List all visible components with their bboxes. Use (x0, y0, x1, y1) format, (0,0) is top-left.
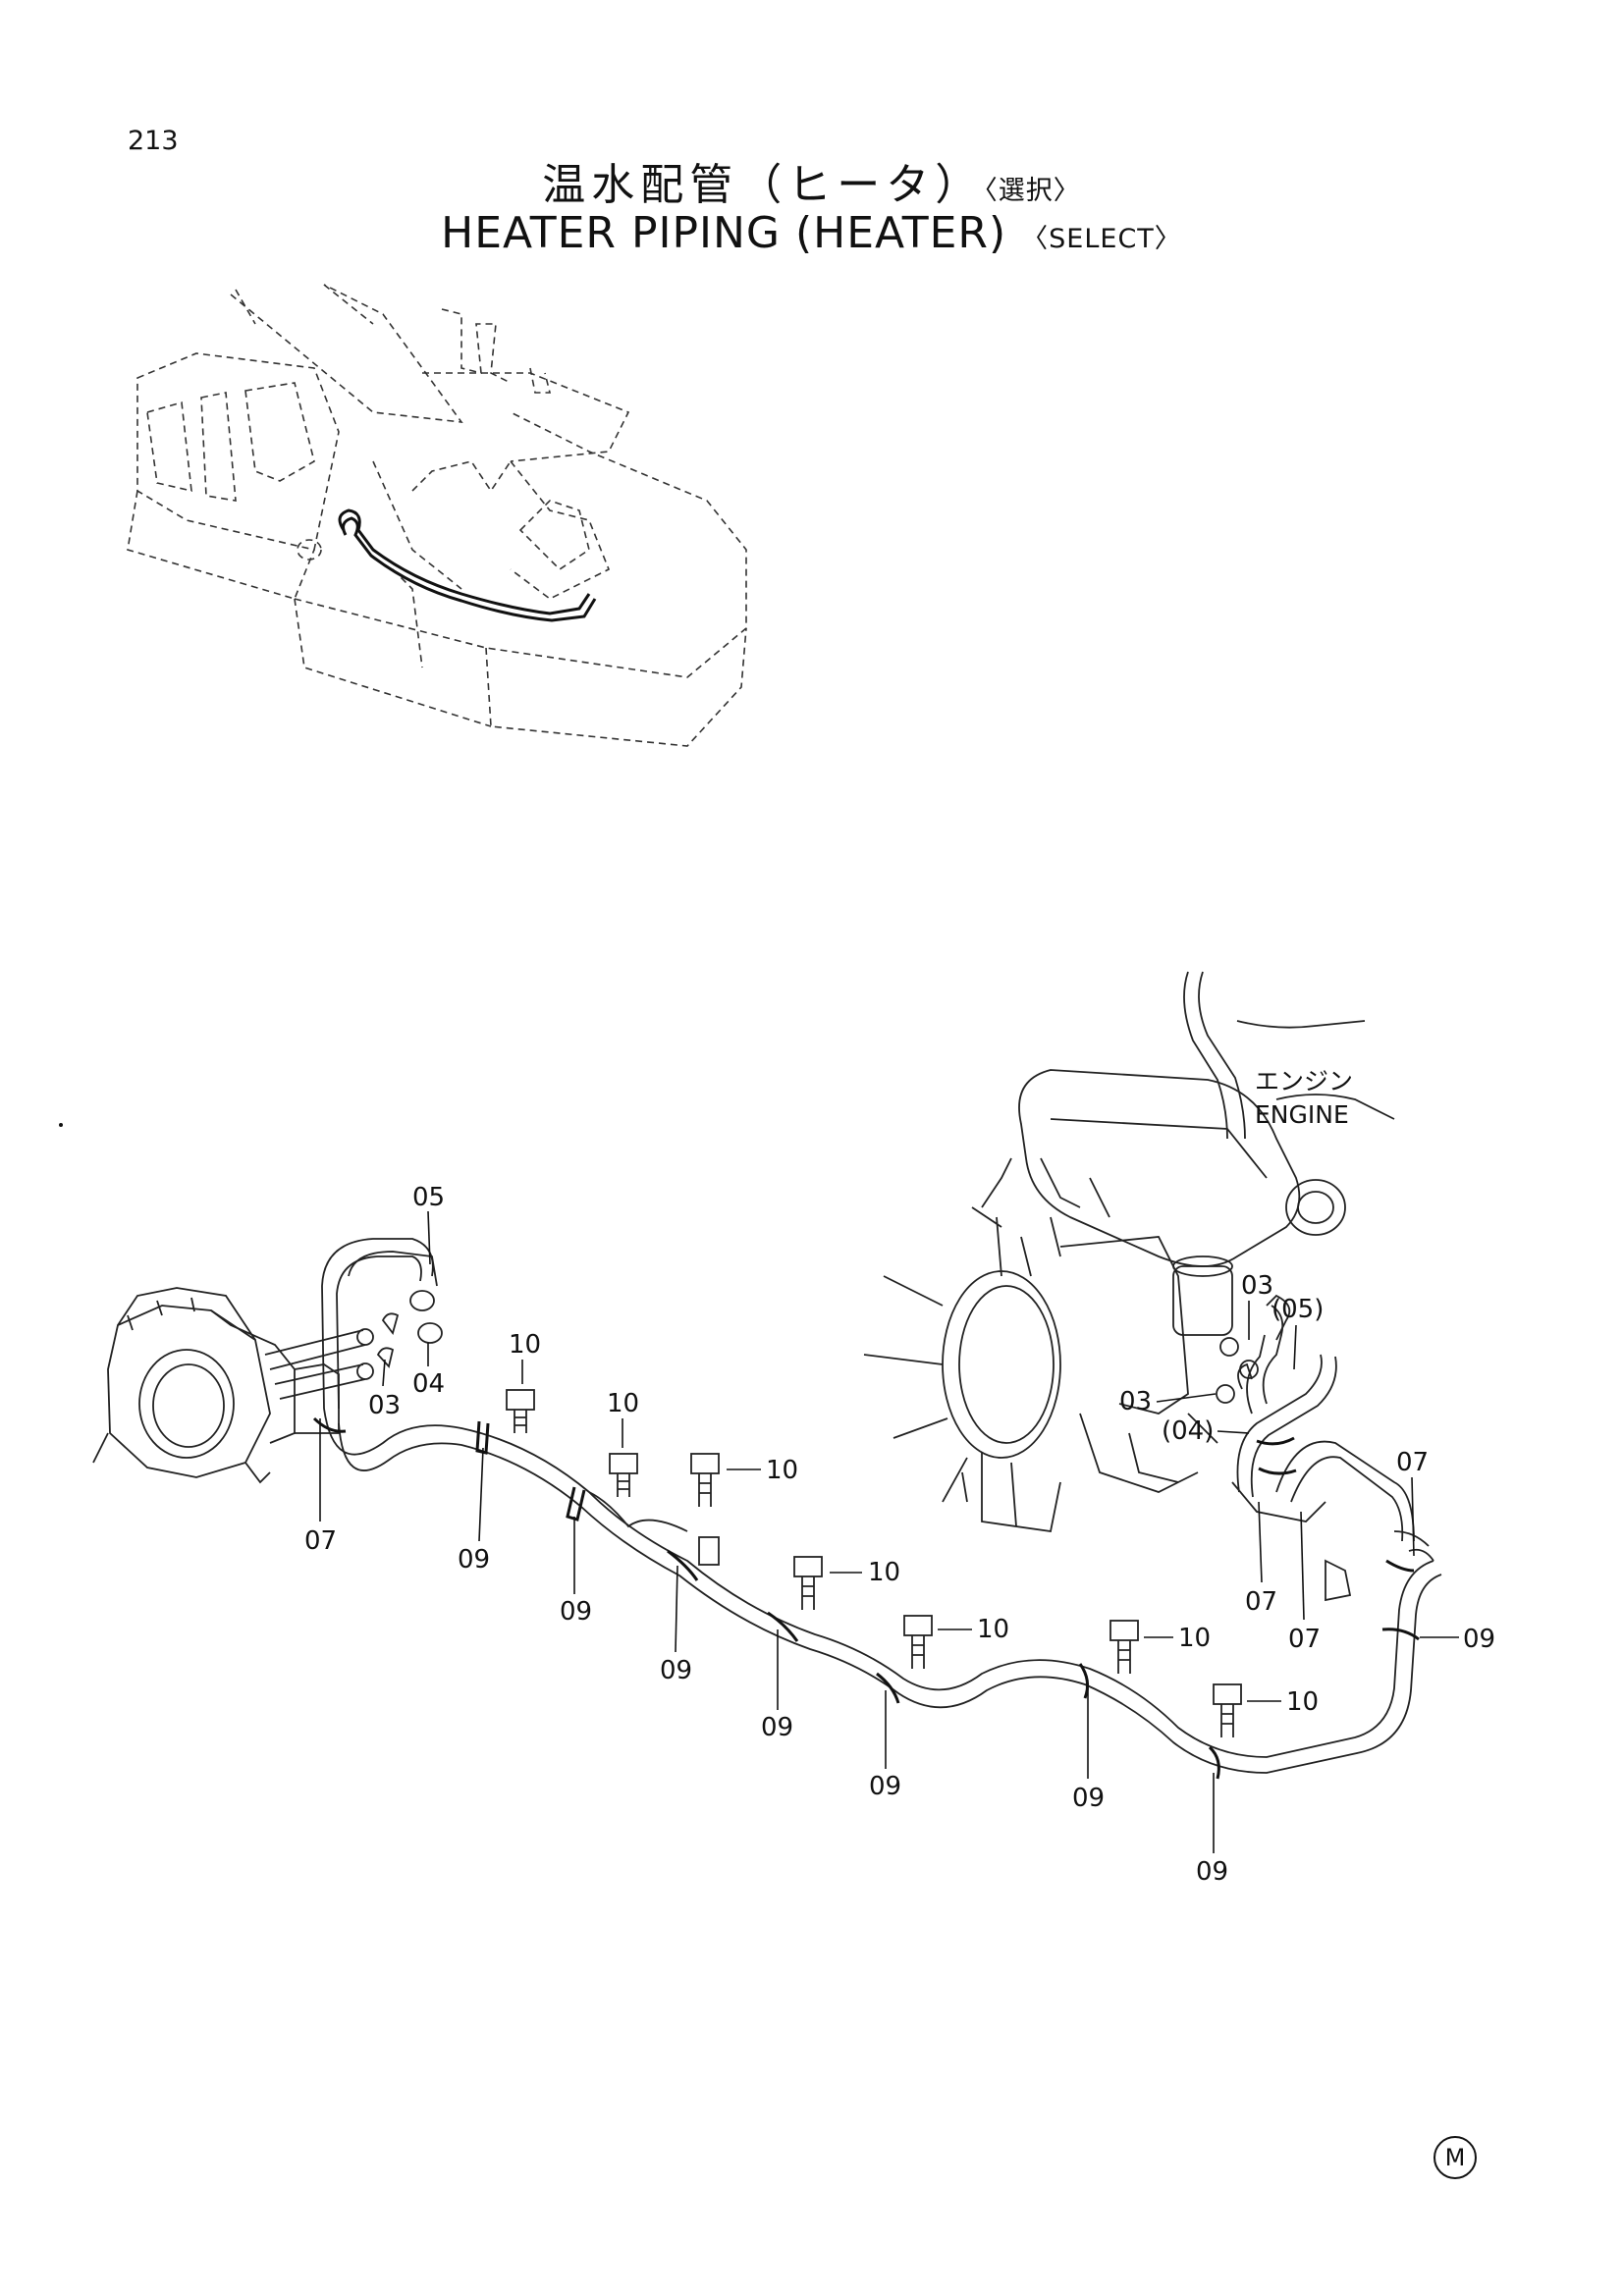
bolts-10 (506, 1389, 1242, 1737)
callout-09-d: 09 (761, 1713, 793, 1742)
callout-09-g: 09 (1196, 1857, 1228, 1887)
title-english: HEATER PIPING (HEATER) 〈SELECT〉 (0, 208, 1623, 258)
callout-09-f: 09 (1072, 1784, 1105, 1813)
callout-05-right: (05) (1271, 1295, 1324, 1324)
callout-09-b: 09 (560, 1597, 592, 1627)
heater-unit-illustration (92, 1287, 374, 1484)
callout-04-right: (04) (1162, 1416, 1214, 1446)
callout-07-left: 07 (304, 1526, 337, 1556)
engine-illustration (863, 971, 1395, 1533)
callout-10-f: 10 (1178, 1624, 1211, 1653)
callout-07-right-a: 07 (1245, 1587, 1277, 1617)
excavator-overview-illustration (127, 284, 747, 747)
callout-10-c: 10 (766, 1456, 798, 1485)
callout-04-left: 04 (412, 1369, 445, 1399)
page-number: 213 (128, 126, 179, 156)
callout-09-c: 09 (660, 1656, 692, 1685)
callout-10-d: 10 (868, 1558, 900, 1587)
clamps-09 (312, 1416, 1420, 1780)
title-japanese: 温水配管（ヒータ）〈選択〉 (0, 149, 1623, 212)
callout-03-right-top: 03 (1241, 1271, 1273, 1301)
stray-dot (59, 1123, 63, 1127)
callout-10-e: 10 (977, 1615, 1009, 1644)
callout-05-top: 05 (412, 1183, 445, 1212)
callout-07-right-top: 07 (1396, 1448, 1429, 1477)
title-en-text: HEATER PIPING (HEATER) (441, 208, 1007, 258)
engine-label-ja: エンジン (1255, 1067, 1353, 1095)
main-heater-hose (312, 1294, 1442, 1780)
title-ja-select: 〈選択〉 (984, 176, 1081, 206)
engine-label-en: ENGINE (1255, 1100, 1349, 1129)
callout-09-a: 09 (458, 1545, 490, 1575)
callout-03-right-mid: 03 (1119, 1387, 1152, 1416)
callout-07-right-b: 07 (1288, 1625, 1321, 1654)
callout-10-a: 10 (509, 1330, 541, 1360)
title-ja-text: 温水配管（ヒータ） (542, 160, 985, 210)
callout-03-left: 03 (368, 1391, 401, 1420)
hose-05-left (321, 1238, 443, 1410)
title-en-select: 〈SELECT〉 (1021, 224, 1182, 254)
callout-09-h: 09 (1463, 1625, 1495, 1654)
callout-10-g: 10 (1286, 1687, 1319, 1717)
callout-09-e: 09 (869, 1772, 901, 1801)
callout-10-b: 10 (607, 1389, 639, 1418)
footer-circled-mark: M (1434, 2136, 1477, 2179)
